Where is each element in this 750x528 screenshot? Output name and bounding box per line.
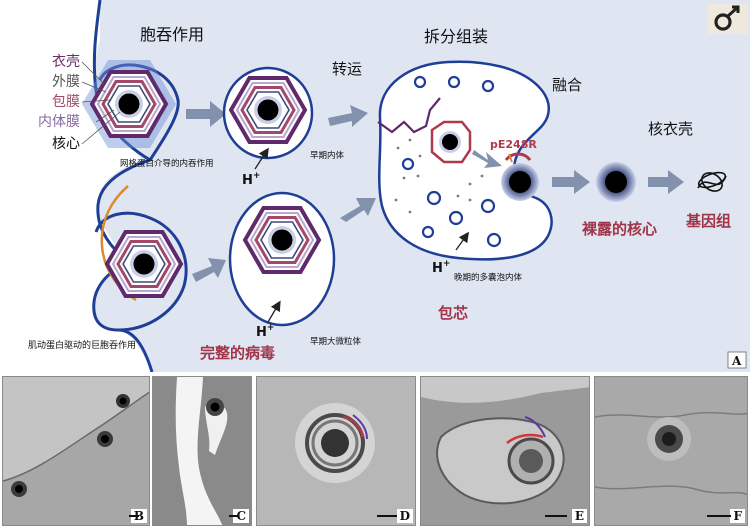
label-proton-1: H+ (242, 171, 260, 188)
label-intact-virus: 完整的病毒 (200, 344, 275, 362)
arrow-6 (552, 170, 590, 194)
label-envelope: 包膜 (52, 94, 80, 110)
micrograph-e: E (420, 376, 590, 526)
scale-bar-e (545, 515, 567, 517)
label-actin: 肌动蛋白驱动的巨胞吞作用 (28, 339, 136, 351)
proton-arrow-2 (267, 300, 281, 323)
panel-a-label: A (731, 354, 742, 368)
label-capsid: 衣壳 (52, 53, 80, 70)
micrograph-f-label: F (730, 509, 745, 523)
label-uncoating-core: 包芯 (438, 304, 468, 322)
micrograph-f: F (594, 376, 748, 526)
scale-bar-d (377, 515, 397, 517)
capsid-fragment (377, 97, 441, 134)
pe248r-pointer (508, 153, 513, 163)
virion-endosome (229, 76, 307, 144)
macropinocytosis-membrane (94, 211, 188, 332)
scale-bar-f (707, 515, 731, 517)
label-transport: 转运 (332, 60, 362, 78)
arrow-5 (472, 150, 502, 168)
panel-a-label-box (727, 351, 747, 369)
label-pe248r: pE248R (490, 138, 537, 151)
label-phagocytosis: 胞吞作用 (140, 25, 204, 44)
micrograph-b: B (2, 376, 150, 526)
proton-arrow-3 (455, 231, 470, 251)
label-proton-3: H+ (432, 259, 450, 276)
logo-icon (714, 5, 740, 31)
label-late-mvb: 晚期的多囊泡内体 (454, 272, 523, 283)
arrow-3 (192, 258, 226, 282)
label-early-endosome: 早期内体 (310, 150, 345, 161)
label-genome: 基因组 (685, 212, 731, 230)
label-core: 核心 (52, 136, 80, 152)
label-clathrin: 网格蛋白介导的内吞作用 (120, 158, 214, 169)
clathrin-pit-membrane (98, 63, 180, 161)
scale-bar-c (229, 515, 239, 517)
panel-a-diagram: 胞吞作用 转运 拆分组装 融合 核衣壳 衣壳 外膜 包膜 内体膜 核心 网格蛋白… (28, 0, 750, 372)
pe248r-protein (504, 152, 532, 162)
label-inner-membrane: 内体膜 (38, 114, 80, 130)
mvb-dots (394, 138, 484, 214)
label-macropinosome: 早期大微粒体 (310, 336, 362, 347)
micrograph-c: C (152, 376, 252, 526)
plasma-membrane (92, 0, 154, 372)
proton-arrow-1 (254, 147, 269, 170)
genome-icon (697, 171, 727, 192)
scale-bar-b (129, 515, 139, 517)
layer-leader-lines (81, 61, 121, 145)
micrograph-d: D (256, 376, 416, 526)
micrograph-d-label: D (396, 509, 413, 523)
micrograph-c-label: C (233, 509, 249, 523)
label-uncoating: 核衣壳 (648, 120, 693, 138)
virion-disassembling (430, 120, 472, 164)
arrow-2 (328, 105, 368, 127)
arrow-7 (648, 170, 684, 194)
fusing-core (509, 171, 531, 193)
label-fusion: 融合 (552, 76, 582, 94)
arrow-1 (186, 101, 226, 127)
label-outer-membrane: 外膜 (52, 74, 80, 90)
mvb-vesicles (401, 75, 502, 248)
naked-core-dot (605, 171, 627, 193)
label-naked-core: 裸露的核心 (582, 220, 657, 238)
label-proton-2: H+ (256, 323, 274, 340)
micrograph-e-label: E (571, 509, 587, 523)
label-disassembly: 拆分组装 (424, 27, 488, 46)
arrow-4 (340, 198, 376, 222)
virion-macropinocytosis (105, 230, 183, 298)
virion-macropinosome (243, 206, 321, 274)
